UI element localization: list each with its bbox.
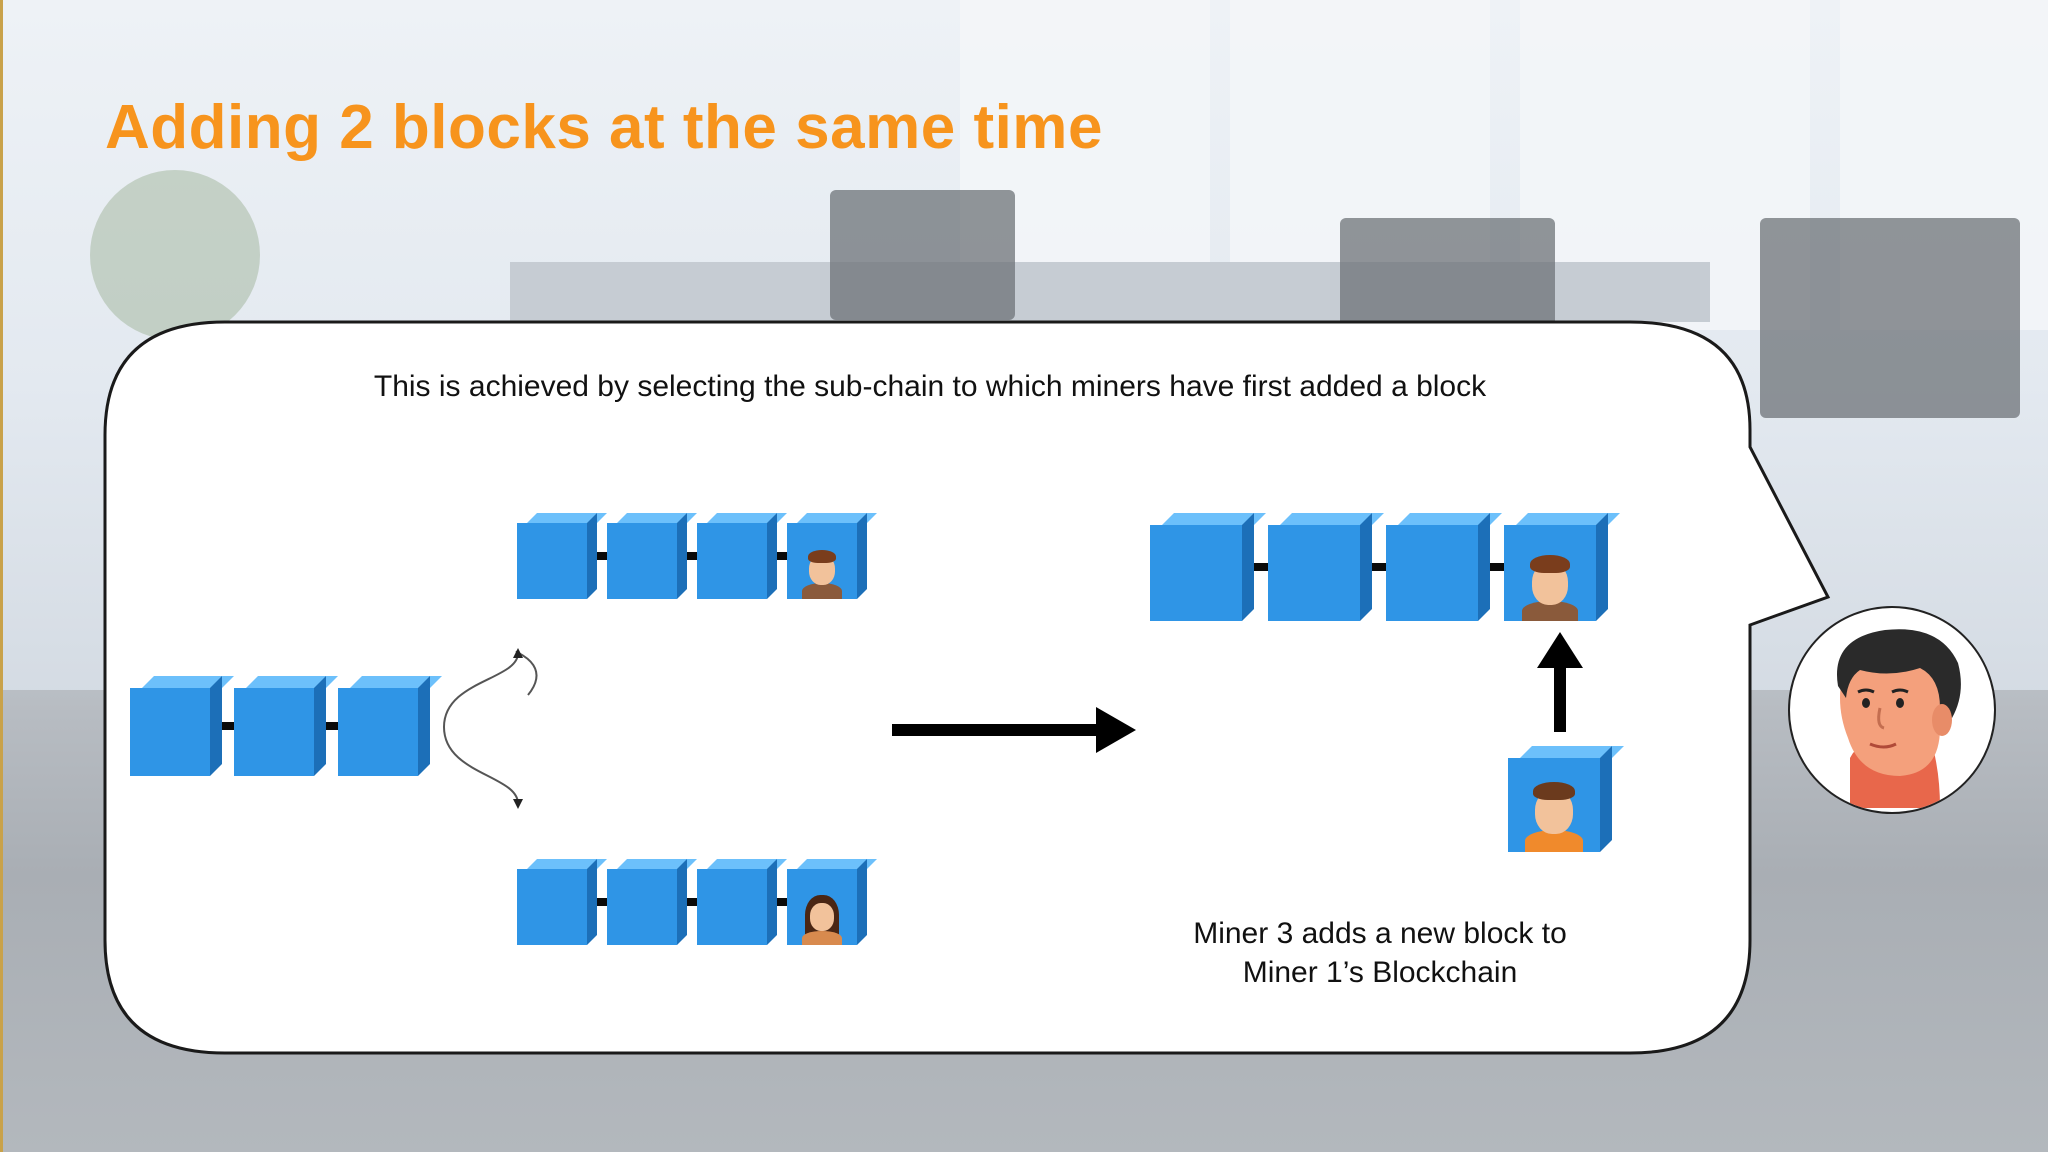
block: [517, 859, 607, 945]
presenter-avatar: [1788, 606, 1996, 814]
slide-caption: This is achieved by selecting the sub-ch…: [373, 370, 1487, 403]
miner-1-block: [1504, 513, 1620, 621]
block: [697, 513, 787, 599]
block: [234, 676, 338, 776]
base-chain: [130, 676, 442, 776]
block: [130, 676, 234, 776]
miner-3-note: Miner 3 adds a new block to Miner 1’s Bl…: [1130, 914, 1630, 992]
incoming-block: [1508, 746, 1624, 852]
fork-top-chain: [517, 513, 877, 599]
block: [607, 859, 697, 945]
slide-edge-rule: [0, 0, 3, 1152]
block: [607, 513, 697, 599]
transition-arrow: [892, 707, 1136, 753]
presenter-face-icon: [1836, 629, 1961, 808]
block: [1268, 513, 1384, 621]
note-line-2: Miner 1’s Blockchain: [1242, 956, 1518, 989]
note-line-1: Miner 3 adds a new block to: [1193, 917, 1567, 950]
miner-3-block: [1508, 746, 1624, 852]
block: [697, 859, 787, 945]
append-arrow: [1537, 632, 1583, 732]
block: [1386, 513, 1502, 621]
block: [1150, 513, 1266, 621]
result-chain: [1150, 513, 1620, 621]
fork-curve-down: [443, 726, 520, 806]
block: [338, 676, 442, 776]
miner-1-block: [787, 513, 877, 599]
block: [517, 513, 607, 599]
miner-2-block: [787, 859, 877, 945]
fork-bottom-chain: [517, 859, 877, 945]
slide-title: Adding 2 blocks at the same time: [105, 93, 1103, 162]
